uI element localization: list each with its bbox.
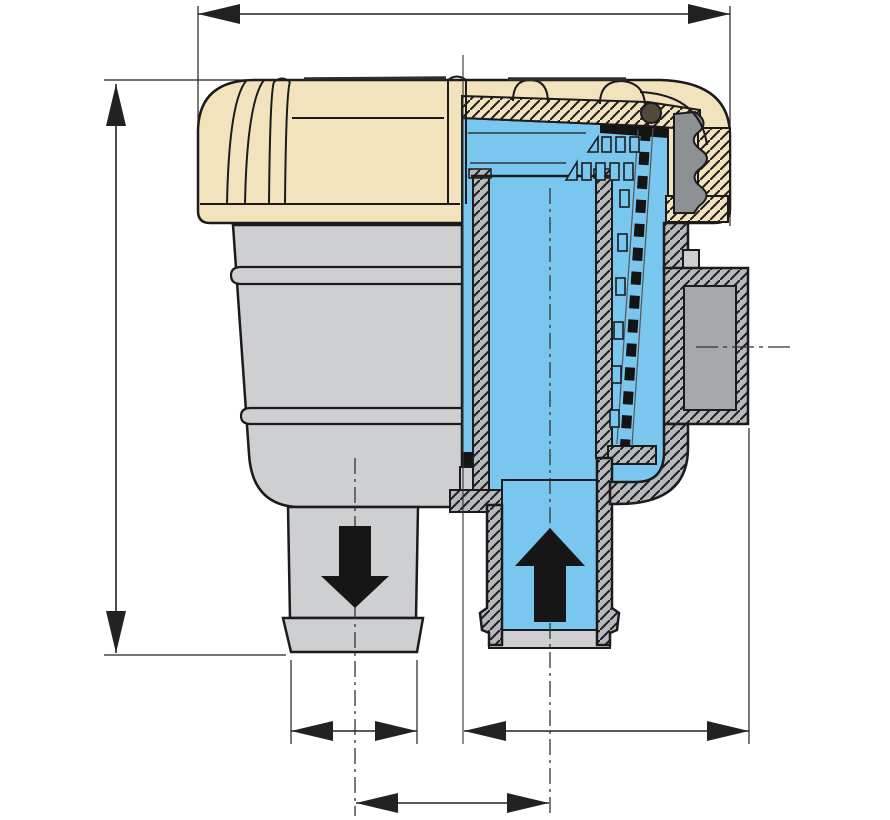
strainer-slot <box>629 136 640 153</box>
dim-arrowhead <box>198 4 240 24</box>
strainer-slot <box>613 321 624 340</box>
strainer-slot <box>609 162 620 181</box>
dim-arrowhead <box>464 721 506 741</box>
inlet-pipe-wall-left <box>478 503 504 647</box>
riser-tube-rim-left <box>468 168 492 179</box>
dim-arrowhead <box>106 84 126 126</box>
strainer-slot <box>617 233 628 252</box>
dim-arrowhead <box>688 4 730 24</box>
body-rib-upper <box>229 265 464 286</box>
dim-arrowhead <box>106 611 126 653</box>
body-rib-lower <box>239 406 464 426</box>
device <box>196 75 750 654</box>
strainer-slot <box>595 162 606 181</box>
cover-corner-contour <box>244 79 265 205</box>
cover-inner-contour <box>639 91 708 146</box>
cover-grip-details <box>200 75 708 205</box>
dim-arrowhead <box>356 793 398 813</box>
strainer-slot <box>611 365 622 384</box>
cover-top-edge-shade <box>303 76 447 81</box>
cover-grip-rib <box>268 81 275 205</box>
side-port-plug <box>683 285 737 411</box>
cover-grip-rib <box>284 81 291 205</box>
body-wall-right-elbow <box>608 422 690 506</box>
strainer-slot <box>615 277 626 296</box>
strainer-slot <box>623 162 634 181</box>
inlet-pipe-wall-right <box>595 456 621 647</box>
dim-arrowhead <box>707 721 749 741</box>
flow-arrows <box>321 526 585 622</box>
outlet-hose-barb <box>281 616 425 654</box>
dimensions <box>104 4 750 813</box>
strainer-slot <box>586 134 599 153</box>
strainer-slot <box>601 136 612 153</box>
dim-arrowhead <box>291 721 333 741</box>
basket-wall-line-outer <box>631 127 654 447</box>
dimension-arrowheads <box>106 4 749 813</box>
basket-perforation-strip <box>620 127 651 447</box>
cover-corner-contour <box>226 80 247 205</box>
basket-floor <box>607 445 657 465</box>
strainer-slot <box>619 189 630 208</box>
dim-arrowhead <box>375 721 417 741</box>
outlet-flow-arrow-down-icon <box>321 526 389 608</box>
inlet-flow-arrow-up-icon <box>515 528 585 622</box>
cover-grip-rib-cap <box>447 75 467 81</box>
dim-arrowhead <box>507 793 549 813</box>
centerlines <box>354 55 791 816</box>
strainer-slot <box>609 409 620 428</box>
riser-tube-wall-left <box>472 175 490 496</box>
basket-wall-line-inner <box>616 129 639 445</box>
cover-top-bump <box>599 79 646 108</box>
strainer-slot <box>581 162 592 181</box>
o-ring <box>640 102 662 124</box>
strainer-slot <box>615 136 626 153</box>
strainer-slot <box>564 159 578 181</box>
cover-grip-rib-cap <box>273 77 291 83</box>
basket-slots <box>564 134 640 428</box>
